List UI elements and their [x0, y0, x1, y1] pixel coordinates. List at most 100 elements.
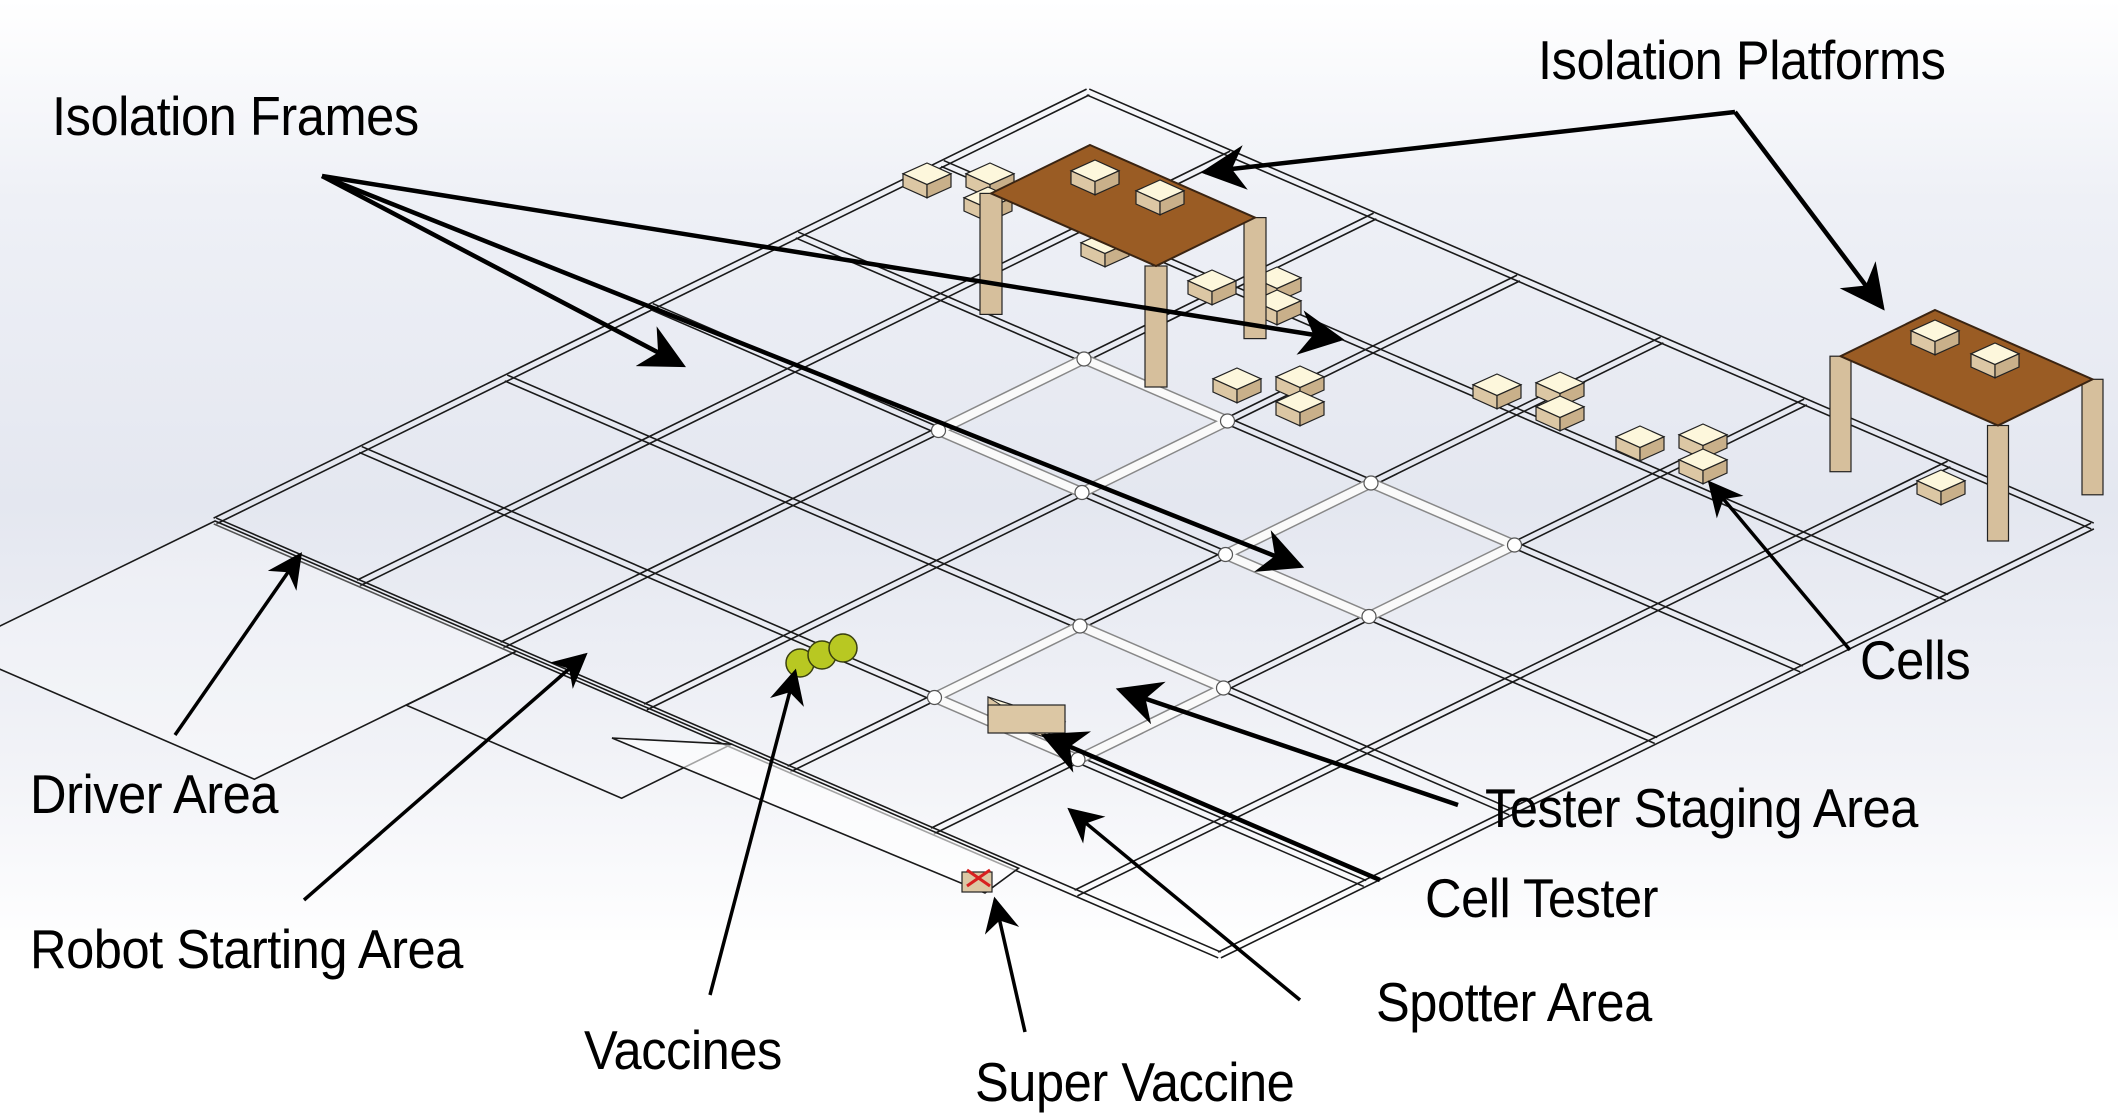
isolation-frame-right	[1220, 477, 1520, 622]
cell-on-platform	[1069, 159, 1121, 196]
cell-side-right	[1559, 405, 1585, 432]
label-cells: Cells	[1860, 629, 1971, 691]
cell-side-right	[1496, 383, 1522, 410]
cell	[1614, 425, 1666, 462]
label-cell-tester: Cell Tester	[1425, 867, 1659, 929]
driver-area	[0, 520, 519, 781]
background-lower	[0, 940, 2118, 1120]
platform-leg	[1829, 355, 1852, 473]
cell-tester-body	[987, 704, 1066, 734]
grid-line-v	[1077, 466, 1951, 897]
arrow-isolation-platforms-2	[1733, 110, 1885, 311]
cell	[1534, 395, 1586, 432]
cell	[1471, 373, 1523, 410]
grid-line-u	[795, 237, 1801, 673]
super-vaccine-ribbon	[966, 868, 991, 888]
cell	[901, 162, 953, 199]
frame-joint	[1363, 475, 1379, 491]
grid-line-v	[1074, 460, 1948, 891]
frame-joint	[926, 689, 943, 706]
arrow-super-vaccine	[984, 896, 1027, 1033]
cell-on-platform	[1909, 319, 1961, 356]
platform-leg	[979, 192, 1003, 315]
grid-line-u	[649, 308, 1656, 745]
label-super-vaccine: Super Vaccine	[975, 1051, 1295, 1113]
cell-side-right	[1236, 377, 1262, 404]
cell-side-right	[1994, 352, 2020, 379]
label-driver-area: Driver Area	[30, 763, 279, 825]
cell-on-platform	[1969, 342, 2021, 379]
arrow-spotter-area	[1067, 807, 1302, 1002]
label-tester-staging-area: Tester Staging Area	[1485, 777, 1918, 839]
robot-starting-area	[404, 650, 734, 800]
isolation-frame-left	[933, 353, 1233, 498]
frame-joint	[1219, 413, 1236, 429]
callout-arrows	[173, 109, 1885, 1033]
cell-side-right	[1639, 435, 1665, 462]
isolation-frame-left-tube	[934, 355, 1232, 497]
label-isolation-frames: Isolation Frames	[52, 85, 419, 147]
platform-top	[1838, 308, 2095, 427]
arrow-isolation-frames-2	[321, 173, 1305, 572]
vaccine	[828, 633, 858, 663]
arrow-cells	[1707, 480, 1852, 652]
arrow-driver-area	[173, 552, 302, 736]
arrow-isolation-platforms-1	[1200, 109, 1736, 190]
arrow-tester-staging-area	[1115, 681, 1459, 808]
cell	[1677, 448, 1729, 485]
grid-line-v	[1217, 522, 2092, 953]
grid-line-u	[1088, 88, 2095, 524]
cell-side-right	[1934, 329, 1960, 356]
cell-side-right	[1211, 279, 1237, 306]
arrow-cell-tester	[1040, 731, 1381, 883]
platform-leg	[2081, 378, 2104, 496]
platform-leg	[1243, 217, 1267, 340]
super-vaccine-box	[961, 871, 993, 893]
arrow-vaccines	[708, 668, 804, 996]
cell	[1274, 390, 1326, 427]
cell-side-right	[926, 172, 952, 199]
cell-side-right	[1094, 169, 1120, 196]
label-spotter-area: Spotter Area	[1376, 971, 1652, 1033]
frame-joint	[1072, 618, 1088, 634]
platform-top	[988, 143, 1258, 268]
isolation-frame-bottom	[929, 620, 1229, 765]
cell-side-right	[1940, 479, 1966, 506]
label-vaccines: Vaccines	[584, 1019, 782, 1081]
grid-line-u	[213, 523, 1219, 959]
grid-line-u	[797, 231, 1804, 667]
arrow-isolation-frames-1	[320, 174, 686, 368]
super-vaccine	[961, 868, 993, 893]
cell-side-right	[1159, 189, 1185, 216]
frame-joint	[1215, 680, 1232, 696]
grid-line-u	[215, 517, 1222, 953]
cell-side-right	[1702, 458, 1728, 485]
frame-joint	[1074, 484, 1090, 501]
grid-line-u	[504, 380, 1510, 816]
grid-line-v	[1220, 528, 2095, 959]
isolation-frames-layer	[926, 351, 1523, 768]
frame-joint	[1217, 546, 1234, 563]
label-isolation-platforms: Isolation Platforms	[1538, 29, 1946, 91]
isolation-frame-bottom-tube	[930, 622, 1228, 764]
frame-joint	[1076, 351, 1092, 367]
grid-line-u	[361, 445, 1367, 882]
arrow-isolation-frames-3	[321, 173, 1345, 355]
frame-joint	[1506, 537, 1523, 553]
cell	[1186, 269, 1238, 306]
spotter-area	[611, 737, 1021, 894]
isolation-platform-center	[979, 143, 1267, 388]
cell-on-platform	[1134, 179, 1186, 216]
platform-leg	[1986, 424, 2010, 542]
cell-side-right	[1299, 400, 1325, 427]
frame-joint	[1361, 608, 1377, 625]
grid-line-v	[213, 88, 1087, 519]
isolation-frame-right-tube	[1221, 479, 1519, 621]
cell	[1915, 469, 1967, 506]
cell	[1211, 367, 1263, 404]
cell-tester	[987, 696, 1067, 738]
arrow-robot-starting-area	[302, 652, 588, 902]
grid-line-u	[358, 451, 1365, 888]
platform-leg	[1144, 265, 1168, 388]
